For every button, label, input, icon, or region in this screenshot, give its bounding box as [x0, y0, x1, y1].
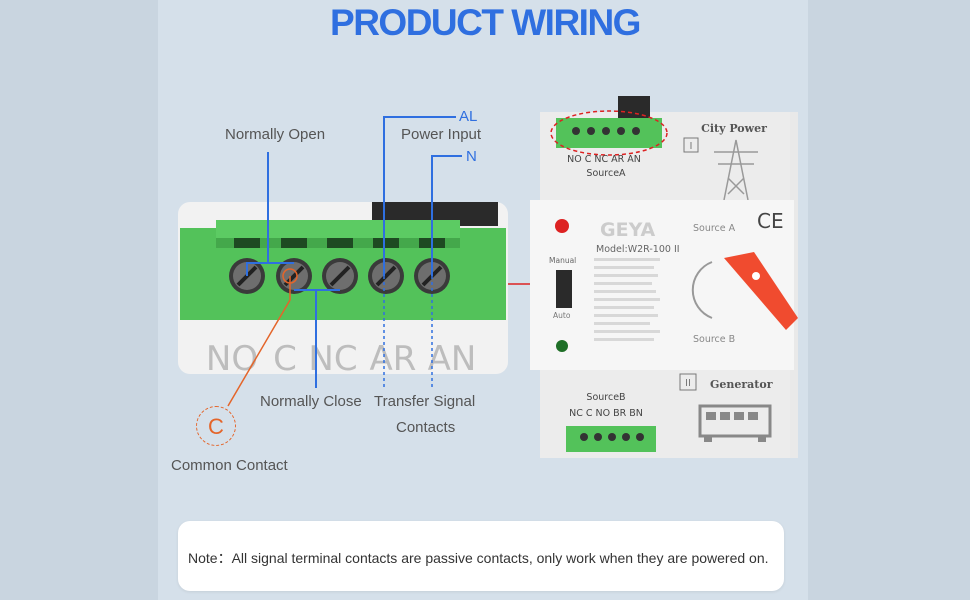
auto-label: Auto: [553, 311, 571, 320]
normally-close-label: Normally Close: [260, 393, 362, 410]
print-no: NO: [206, 339, 258, 379]
print-c: C: [273, 339, 297, 379]
terminal-screws: [229, 258, 450, 294]
pylon-icon: [714, 139, 758, 201]
terminal-zoom: NO C NC AR AN: [178, 202, 508, 379]
top-source-label: SourceA: [586, 168, 626, 179]
source-a-label: Source A: [693, 223, 736, 234]
generator-icon: [698, 404, 772, 442]
common-contact-label: Common Contact: [171, 457, 288, 474]
common-contact-badge: C: [196, 406, 236, 446]
page-title: PRODUCT WIRING: [330, 2, 641, 43]
normally-open-label: Normally Open: [225, 126, 326, 143]
roman-2: II: [685, 378, 691, 389]
ce-mark: CE: [757, 209, 784, 233]
al-label: AL: [459, 108, 478, 125]
bottom-source-label: SourceB: [586, 392, 625, 403]
print-ar: AR: [370, 339, 417, 379]
model-label: Model:W2R-100 II: [596, 244, 680, 255]
note-text: Note：All signal terminal contacts are pa…: [188, 550, 769, 566]
manual-label: Manual: [549, 256, 576, 265]
switch-device: NO C NC AR AN SourceA City Power I GEYA …: [530, 96, 798, 458]
transfer-signal-label: Transfer Signal: [374, 393, 476, 410]
print-an: AN: [428, 339, 477, 379]
source-b-label: Source B: [693, 334, 735, 345]
roman-1: I: [690, 141, 693, 152]
transfer-contacts-label: Contacts: [396, 419, 456, 436]
common-contact-badge-letter: C: [208, 414, 224, 439]
generator-label: Generator: [710, 378, 773, 391]
note-box: Note：All signal terminal contacts are pa…: [178, 521, 784, 591]
bottom-terminal-labels: NC C NO BR BN: [569, 408, 643, 419]
brand-label: GEYA: [600, 219, 656, 241]
n-label: N: [466, 148, 477, 165]
top-terminal-labels: NO C NC AR AN: [567, 154, 641, 165]
city-power-label: City Power: [701, 122, 767, 135]
handle-lever: [724, 252, 798, 330]
power-input-label: Power Input: [401, 126, 482, 143]
